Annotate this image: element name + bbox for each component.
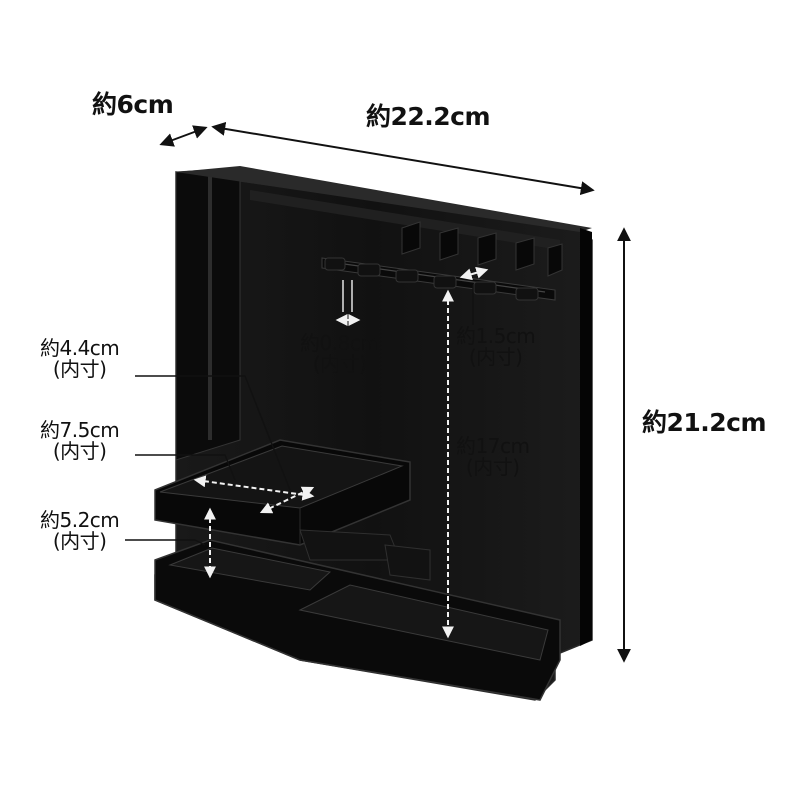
depth-label: 約6cm (92, 90, 174, 119)
hook-gap-note: (内寸) (468, 345, 523, 369)
outer-dimension-lines (159, 121, 631, 663)
organizer-stand (154, 166, 593, 701)
tray-depth-value: 約4.4cm (40, 336, 120, 360)
width-label: 約22.2cm (366, 102, 491, 131)
width-arrow (211, 121, 595, 196)
tray-width-value: 約7.5cm (40, 418, 120, 442)
base-tray (154, 529, 561, 701)
leader-lines (125, 280, 474, 546)
tray-height-label: 約5.2cm (内寸) (40, 508, 120, 553)
height-label: 約21.2cm (642, 408, 767, 437)
hook-height-label: 約17cm (内寸) (456, 434, 530, 479)
tray-depth-note: (内寸) (52, 357, 107, 381)
inner-dimension-lines (193, 266, 489, 639)
hook-gap-value: 約1.5cm (456, 324, 536, 348)
hook-height-note: (内寸) (465, 455, 520, 479)
tray-depth-arrow (259, 486, 315, 514)
tray-height-value: 約5.2cm (40, 508, 120, 532)
slot-width-label: 約0.8cm (内寸) (300, 331, 380, 376)
hook-height-value: 約17cm (456, 434, 530, 458)
hook-rail (321, 221, 563, 301)
tray-width-note: (内寸) (52, 439, 107, 463)
depth-arrow (159, 125, 208, 147)
hook-gap-arrow (459, 266, 489, 281)
tray-depth-label: 約4.4cm (内寸) (40, 336, 120, 381)
slot-width-note: (内寸) (312, 352, 367, 376)
tray-width-label: 約7.5cm (内寸) (40, 418, 120, 463)
right-edge (580, 228, 592, 646)
slot-width-value: 約0.8cm (300, 331, 380, 355)
tray-height-note: (内寸) (52, 529, 107, 553)
hook-gap-label: 約1.5cm (内寸) (456, 324, 536, 369)
